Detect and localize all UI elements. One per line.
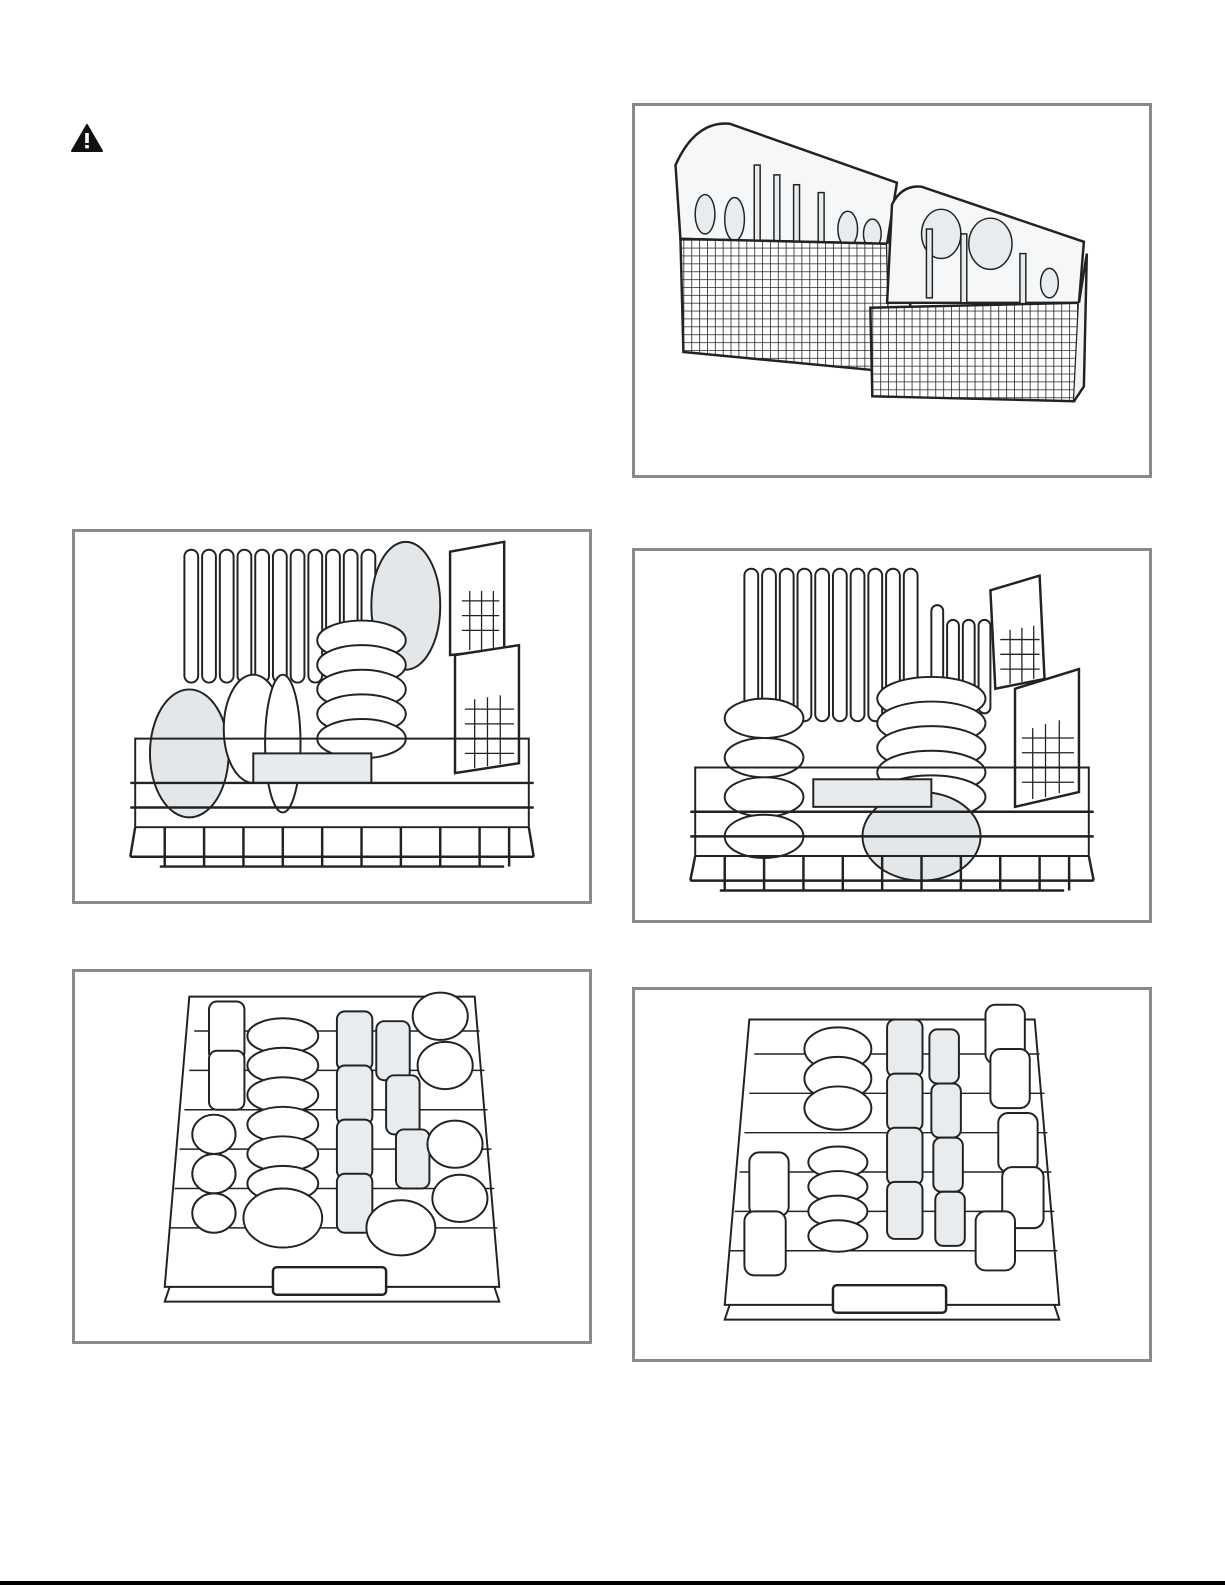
silverware-baskets-figure: [632, 103, 1152, 478]
upper-rack-loading-figure-b: [632, 987, 1152, 1362]
page-footer-rule: [0, 1581, 1225, 1585]
dish-rack-icon: [635, 551, 1149, 920]
warning-triangle-icon: [70, 123, 104, 153]
lower-rack-loading-figure-b: [632, 548, 1152, 923]
upper-rack-loading-figure-a: [72, 969, 592, 1344]
lower-rack-loading-figure-a: [72, 529, 592, 904]
dish-rack-icon: [75, 972, 589, 1341]
dish-rack-icon: [635, 990, 1149, 1359]
silverware-basket-icon: [635, 106, 1149, 475]
dish-rack-icon: [75, 532, 589, 901]
